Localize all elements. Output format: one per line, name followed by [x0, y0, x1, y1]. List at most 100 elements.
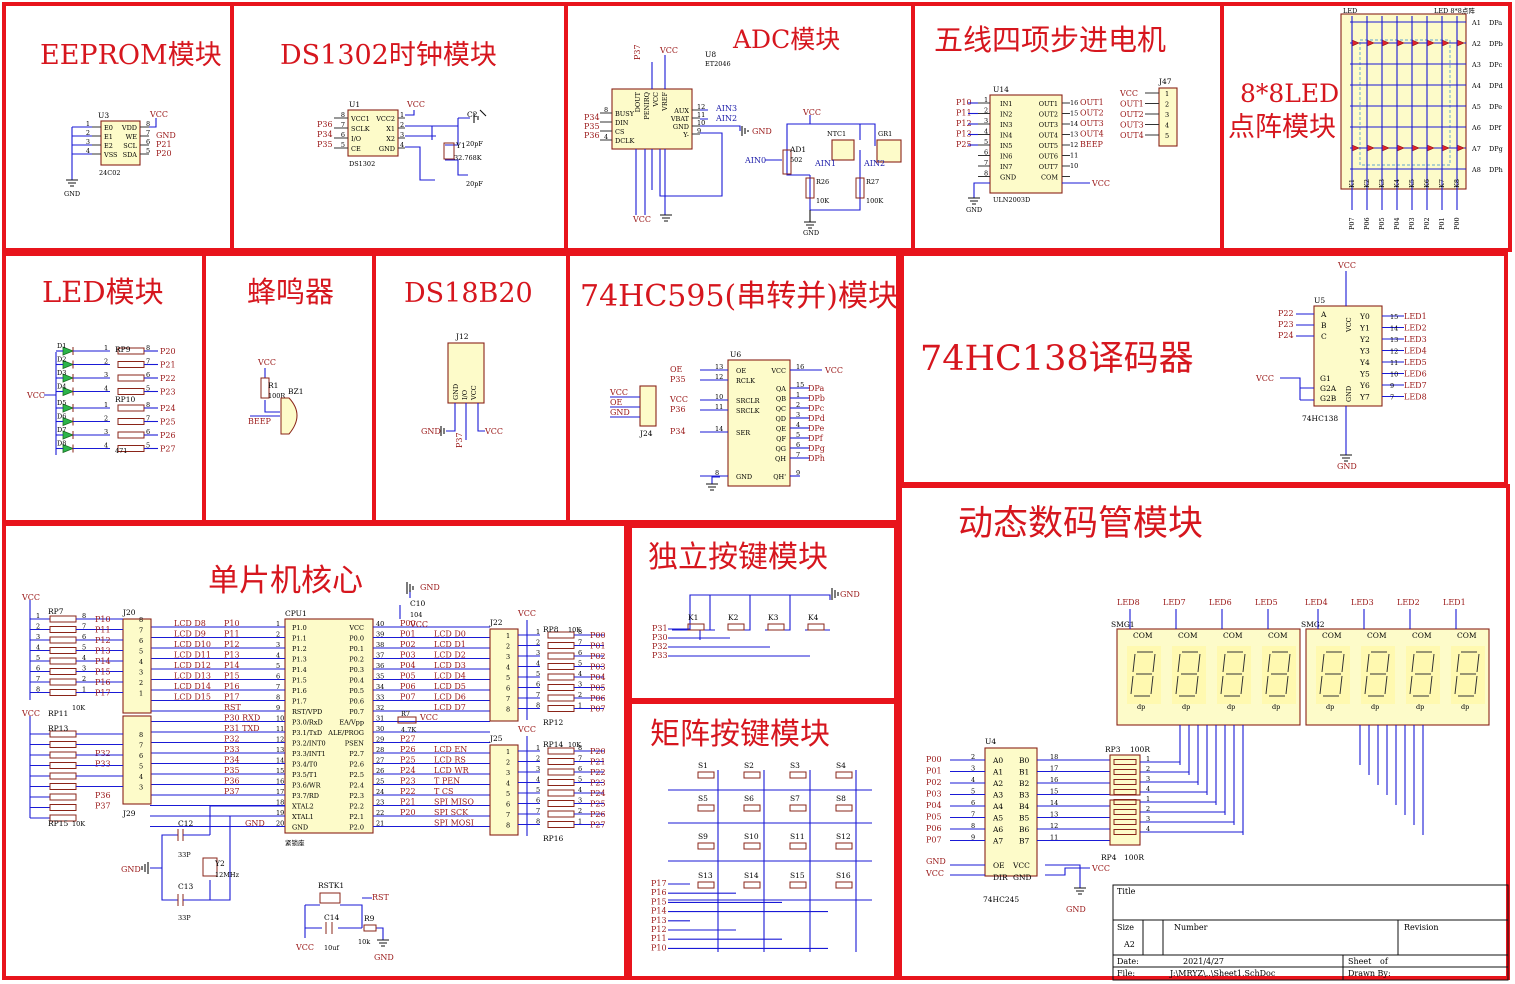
- mcu-pin-num: 8: [276, 694, 280, 702]
- mcu-left-pin: P3.3/INT1: [292, 750, 326, 758]
- seg-buf-b-pin: B0: [1019, 756, 1030, 765]
- mcu-rp-num: 6: [578, 649, 582, 657]
- mcu-rp-num: 2: [578, 807, 582, 815]
- matrix-row-net: DPa: [1489, 19, 1502, 27]
- seg-digit-bg: [1406, 646, 1440, 704]
- seg-rp-num: 1: [1146, 755, 1150, 763]
- seg-buf-pin-num: 2: [971, 753, 975, 761]
- adc-gnd: GND: [752, 127, 772, 136]
- mcu-rp-num: 7: [36, 675, 40, 683]
- hc138-in-pin: C: [1321, 332, 1327, 341]
- mcu-rp-net: P21: [590, 758, 606, 767]
- mcu-rp-net: P07: [590, 705, 606, 714]
- mcu-left-pin: P3.2/INT0: [292, 740, 326, 748]
- hc138-chip: [1313, 305, 1383, 407]
- seg-com-label: COM: [1457, 631, 1477, 640]
- seg-buf-vcc: VCC: [1012, 861, 1030, 870]
- adc-vcc: VCC: [659, 46, 678, 55]
- stepper-conn-num: 4: [1165, 122, 1169, 130]
- mcu-c13-val: 33P: [178, 914, 191, 922]
- mcu-c10-gnd: GND: [420, 583, 440, 592]
- hc595-pin-label: QH: [775, 455, 786, 463]
- uln-pin-num: 11: [1070, 152, 1078, 160]
- led-rp-pin: 2: [104, 415, 108, 423]
- uln-out-net: OUT3: [1080, 119, 1104, 128]
- mcu-rp-resistor: [49, 762, 77, 769]
- uln-out-net: BEEP: [1080, 140, 1104, 149]
- mcu-r7-ref: R7: [401, 710, 410, 718]
- adc-pin-label: DIN: [615, 119, 629, 127]
- matrix-col-net: P05: [1378, 217, 1386, 230]
- adc-ntc-ref: NTC1: [827, 130, 846, 138]
- mcu-pin-num: 33: [376, 694, 384, 702]
- eeprom-ref: U3: [98, 111, 109, 120]
- mcu-right-func: LCD WR: [434, 766, 470, 775]
- matrix-row-label: A7: [1471, 145, 1481, 153]
- matrix-col-net: P01: [1438, 217, 1446, 230]
- mcu-right-pin: VCC: [348, 624, 364, 632]
- mcu-hdr-num: 1: [506, 748, 510, 756]
- mcu-pin-num: 39: [376, 631, 384, 639]
- mcu-hdr-num: 3: [139, 669, 143, 677]
- uln-pin-num: 5: [984, 138, 988, 146]
- adc-vcc-bottom: VCC: [632, 215, 651, 224]
- seg-digit-bg: [1451, 646, 1485, 704]
- stepper-conn-net: OUT4: [1120, 131, 1144, 140]
- led-ref: D7: [57, 426, 66, 434]
- uln-pin-num: 4: [984, 128, 988, 136]
- ds1302-pin-label: CE: [351, 145, 361, 153]
- seg-buf-pin-num: 15: [1050, 788, 1058, 796]
- seg-led-net: LED4: [1305, 598, 1328, 607]
- mcu-rp-num: 1: [536, 744, 540, 752]
- mcu-rp-net: P32: [95, 749, 111, 758]
- mcu-rp-num: 8: [36, 686, 40, 694]
- uln-pin-num: 13: [1070, 131, 1078, 139]
- mcu-left-pin: GND: [292, 824, 308, 832]
- mcu-rp-num: 8: [536, 702, 540, 710]
- ds1302-crystal-ref: Y1: [455, 141, 466, 150]
- hc138-ref: U5: [1314, 296, 1325, 305]
- mcu-rp-num: 1: [578, 702, 582, 710]
- mcu-rp-num: 5: [536, 670, 540, 678]
- mcu-left-net: P35: [224, 766, 240, 775]
- hc595-conn-gnd: GND: [610, 408, 630, 417]
- hc595-vcc-right: VCC: [824, 366, 843, 375]
- mcu-lcd-net: LCD D15: [174, 693, 211, 702]
- keys-title: 独立按键模块: [648, 540, 828, 575]
- hc595-pin-label: QG: [775, 445, 786, 453]
- mcu-rp15: RP15: [48, 819, 68, 828]
- hc138-out-num: 9: [1390, 382, 1394, 390]
- mcu-r9-ref: R9: [364, 914, 375, 923]
- mcu-pin-num: 22: [376, 809, 384, 817]
- mcu-right-func: LCD D1: [434, 640, 466, 649]
- mcu-right-pin: P0.6: [349, 698, 364, 706]
- hc595-pin-num: 15: [796, 381, 804, 389]
- eeprom-pin-num: 4: [86, 147, 90, 155]
- mkey-net: P10: [651, 943, 667, 952]
- seg-buf-pin-num: 7: [971, 811, 975, 819]
- hc595-pin-num: 1: [796, 391, 800, 399]
- mcu-right-net: P21: [400, 798, 416, 807]
- ds1302-pin-label: I/O: [351, 135, 361, 143]
- matrix-key-ref: S14: [744, 871, 759, 880]
- ds1302-pin-num: 1: [400, 111, 404, 119]
- led-net: P25: [160, 418, 176, 427]
- uln-out-pin-label: OUT5: [1039, 142, 1058, 150]
- buzzer-r-ref: R1: [268, 381, 278, 390]
- mcu-y2-val: 12MHz: [215, 871, 240, 879]
- key-ref: K4: [808, 613, 819, 622]
- mcu-j22-ref: J22: [489, 618, 503, 627]
- hc138-out-net: LED1: [1404, 312, 1427, 321]
- seg-led-net: LED2: [1397, 598, 1420, 607]
- mcu-rp-net: P13: [95, 647, 111, 656]
- matrix-key-ref: S16: [836, 871, 851, 880]
- mcu-left-net: P15: [224, 672, 240, 681]
- adc-r26-ref: R26: [816, 178, 829, 186]
- mcu-rp-net: P25: [590, 800, 606, 809]
- mcu-c10: C10: [410, 599, 426, 608]
- mcu-hdr-num: 1: [506, 632, 510, 640]
- ds18b20-pin-gnd: GND: [452, 384, 460, 400]
- eeprom-pin-label: SCL: [123, 142, 137, 150]
- mcu-rp-net: P00: [590, 631, 606, 640]
- mcu-pin-num: 32: [376, 704, 384, 712]
